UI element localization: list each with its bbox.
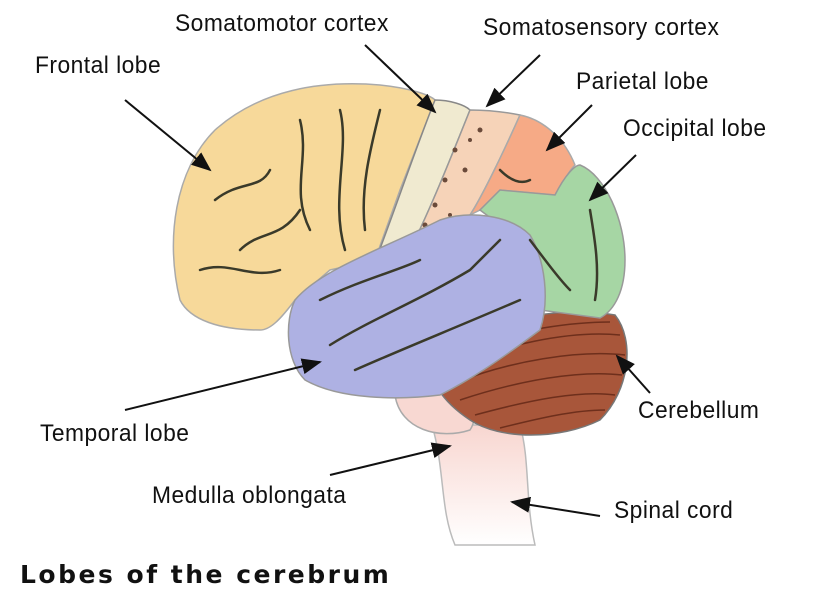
arrow-medulla xyxy=(329,442,452,476)
arrow-spinal xyxy=(510,496,601,517)
label-occipital-lobe: Occipital lobe xyxy=(623,115,767,142)
frontal-lobe xyxy=(172,83,436,331)
label-parietal-lobe: Parietal lobe xyxy=(576,68,709,95)
label-medulla-oblongata: Medulla oblongata xyxy=(152,482,347,509)
arrow-occipital xyxy=(588,154,637,202)
label-somatosensory-cortex: Somatosensory cortex xyxy=(483,14,720,41)
arrow-temporal xyxy=(124,358,322,411)
arrow-cerebellum xyxy=(615,354,651,394)
arrow-parietal xyxy=(545,104,593,152)
spinal-cord xyxy=(431,424,536,546)
label-somatomotor-cortex: Somatomotor cortex xyxy=(175,10,389,37)
diagram-title: Lobes of the cerebrum xyxy=(20,560,392,589)
label-spinal-cord: Spinal cord xyxy=(614,497,734,524)
label-frontal-lobe: Frontal lobe xyxy=(35,52,162,79)
label-cerebellum: Cerebellum xyxy=(638,397,760,424)
label-temporal-lobe: Temporal lobe xyxy=(40,420,190,447)
arrow-somatomotor xyxy=(364,44,437,114)
arrow-somatosensory xyxy=(485,54,541,108)
arrow-frontal xyxy=(124,99,212,172)
